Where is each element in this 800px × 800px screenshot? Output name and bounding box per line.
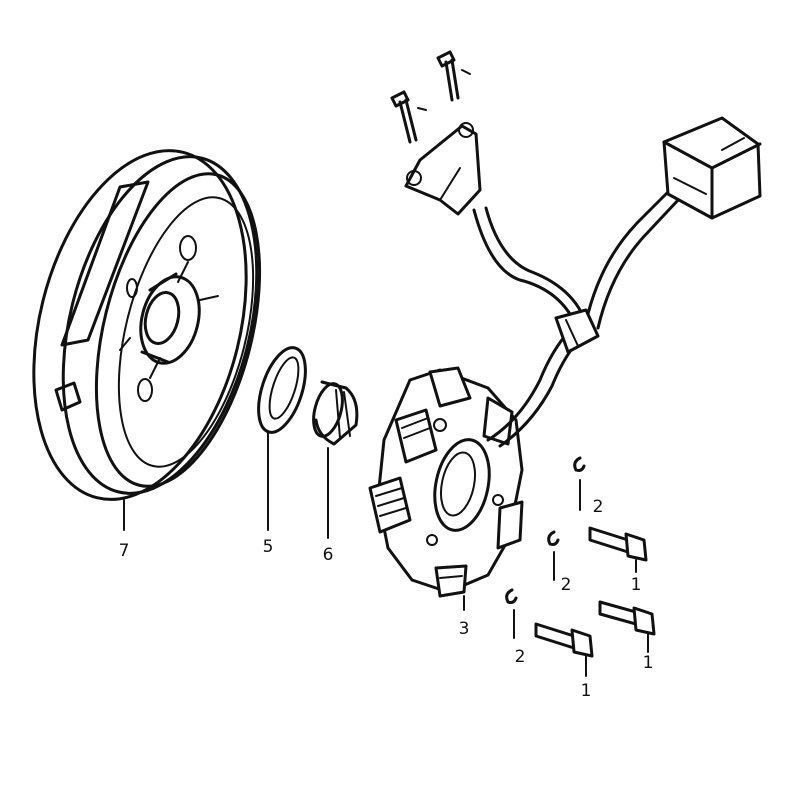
spring-washers xyxy=(505,456,586,604)
stator-bolt-top xyxy=(588,526,648,562)
harness-connector xyxy=(662,116,762,220)
wiring-harness xyxy=(472,186,682,448)
callout-5: 5 xyxy=(263,537,274,557)
callout-2-middle: 2 xyxy=(561,575,572,595)
callout-7: 7 xyxy=(119,541,130,561)
callout-1-middle: 1 xyxy=(643,653,654,673)
shaft-bushing xyxy=(312,380,359,446)
callout-2-top: 2 xyxy=(593,497,604,517)
callout-1-top: 1 xyxy=(631,575,642,595)
callout-1-bottom: 1 xyxy=(581,681,592,701)
flywheel-rotor xyxy=(32,149,262,501)
sensor-screw-right xyxy=(436,50,471,102)
callout-6: 6 xyxy=(323,545,334,565)
pickup-sensor xyxy=(404,122,482,216)
leader-lines xyxy=(123,431,649,677)
callout-labels: 7 5 6 3 1 2 1 2 1 2 xyxy=(119,497,654,701)
callout-2-bottom: 2 xyxy=(515,647,526,667)
stator-coil-assembly xyxy=(368,366,524,598)
callout-3: 3 xyxy=(459,619,470,639)
thrust-washer xyxy=(257,346,307,434)
stator-bolt-bottom xyxy=(534,622,594,658)
stator-bolt-middle xyxy=(598,600,656,636)
sensor-screw-left xyxy=(390,90,427,144)
